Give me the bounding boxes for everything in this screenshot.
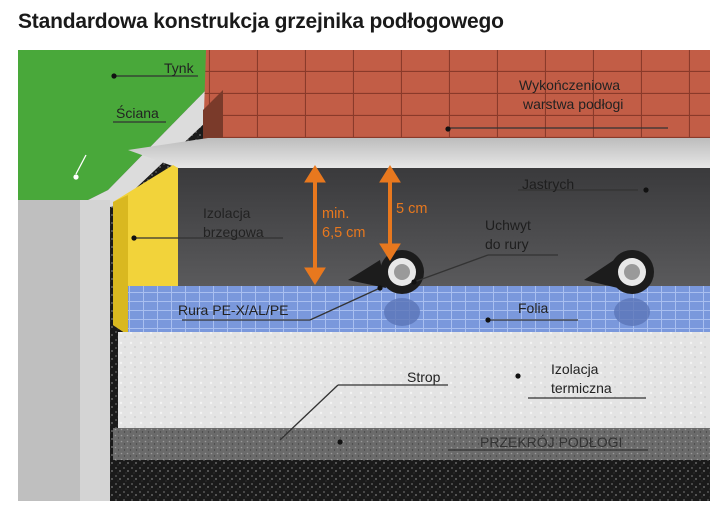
label-folia: Folia bbox=[518, 300, 549, 316]
label-wykonczeniowa-2: warstwa podłogi bbox=[523, 96, 624, 112]
label-five-cm: 5 cm bbox=[396, 201, 428, 217]
label-uchwyt-1: Uchwyt bbox=[485, 217, 531, 233]
label-min-value: 6,5 cm bbox=[322, 225, 366, 241]
label-izolacja-termiczna-1: Izolacja bbox=[551, 361, 599, 377]
label-przekroj: PRZEKRÓJ PODŁOGI bbox=[480, 434, 623, 450]
label-wykonczeniowa-1: Wykończeniowa bbox=[519, 77, 621, 93]
label-strop: Strop bbox=[407, 369, 441, 385]
diagram-title: Standardowa konstrukcja grzejnika podłog… bbox=[18, 10, 504, 33]
label-rura: Rura PE-X/AL/PE bbox=[178, 302, 289, 318]
label-izolacja-brzegowa-2: brzegowa bbox=[203, 224, 264, 240]
floor-heating-illustration: Tynk Ściana Wykończeniowa warstwa podłog… bbox=[18, 50, 710, 501]
dimension-min-6-5cm bbox=[304, 165, 326, 285]
dimension-5cm bbox=[379, 165, 401, 261]
pipe-left bbox=[348, 250, 424, 326]
leader-lines bbox=[75, 75, 668, 451]
pipe-right bbox=[584, 250, 654, 326]
label-uchwyt-2: do rury bbox=[485, 236, 529, 252]
label-izolacja-termiczna-2: termiczna bbox=[551, 380, 612, 396]
label-jastrych: Jastrych bbox=[522, 176, 575, 192]
label-sciana: Ściana bbox=[116, 105, 159, 121]
label-izolacja-brzegowa-1: Izolacja bbox=[203, 205, 251, 221]
label-tynk: Tynk bbox=[164, 60, 194, 76]
cross-section-drawing bbox=[18, 50, 710, 501]
label-min: min. bbox=[322, 206, 350, 222]
